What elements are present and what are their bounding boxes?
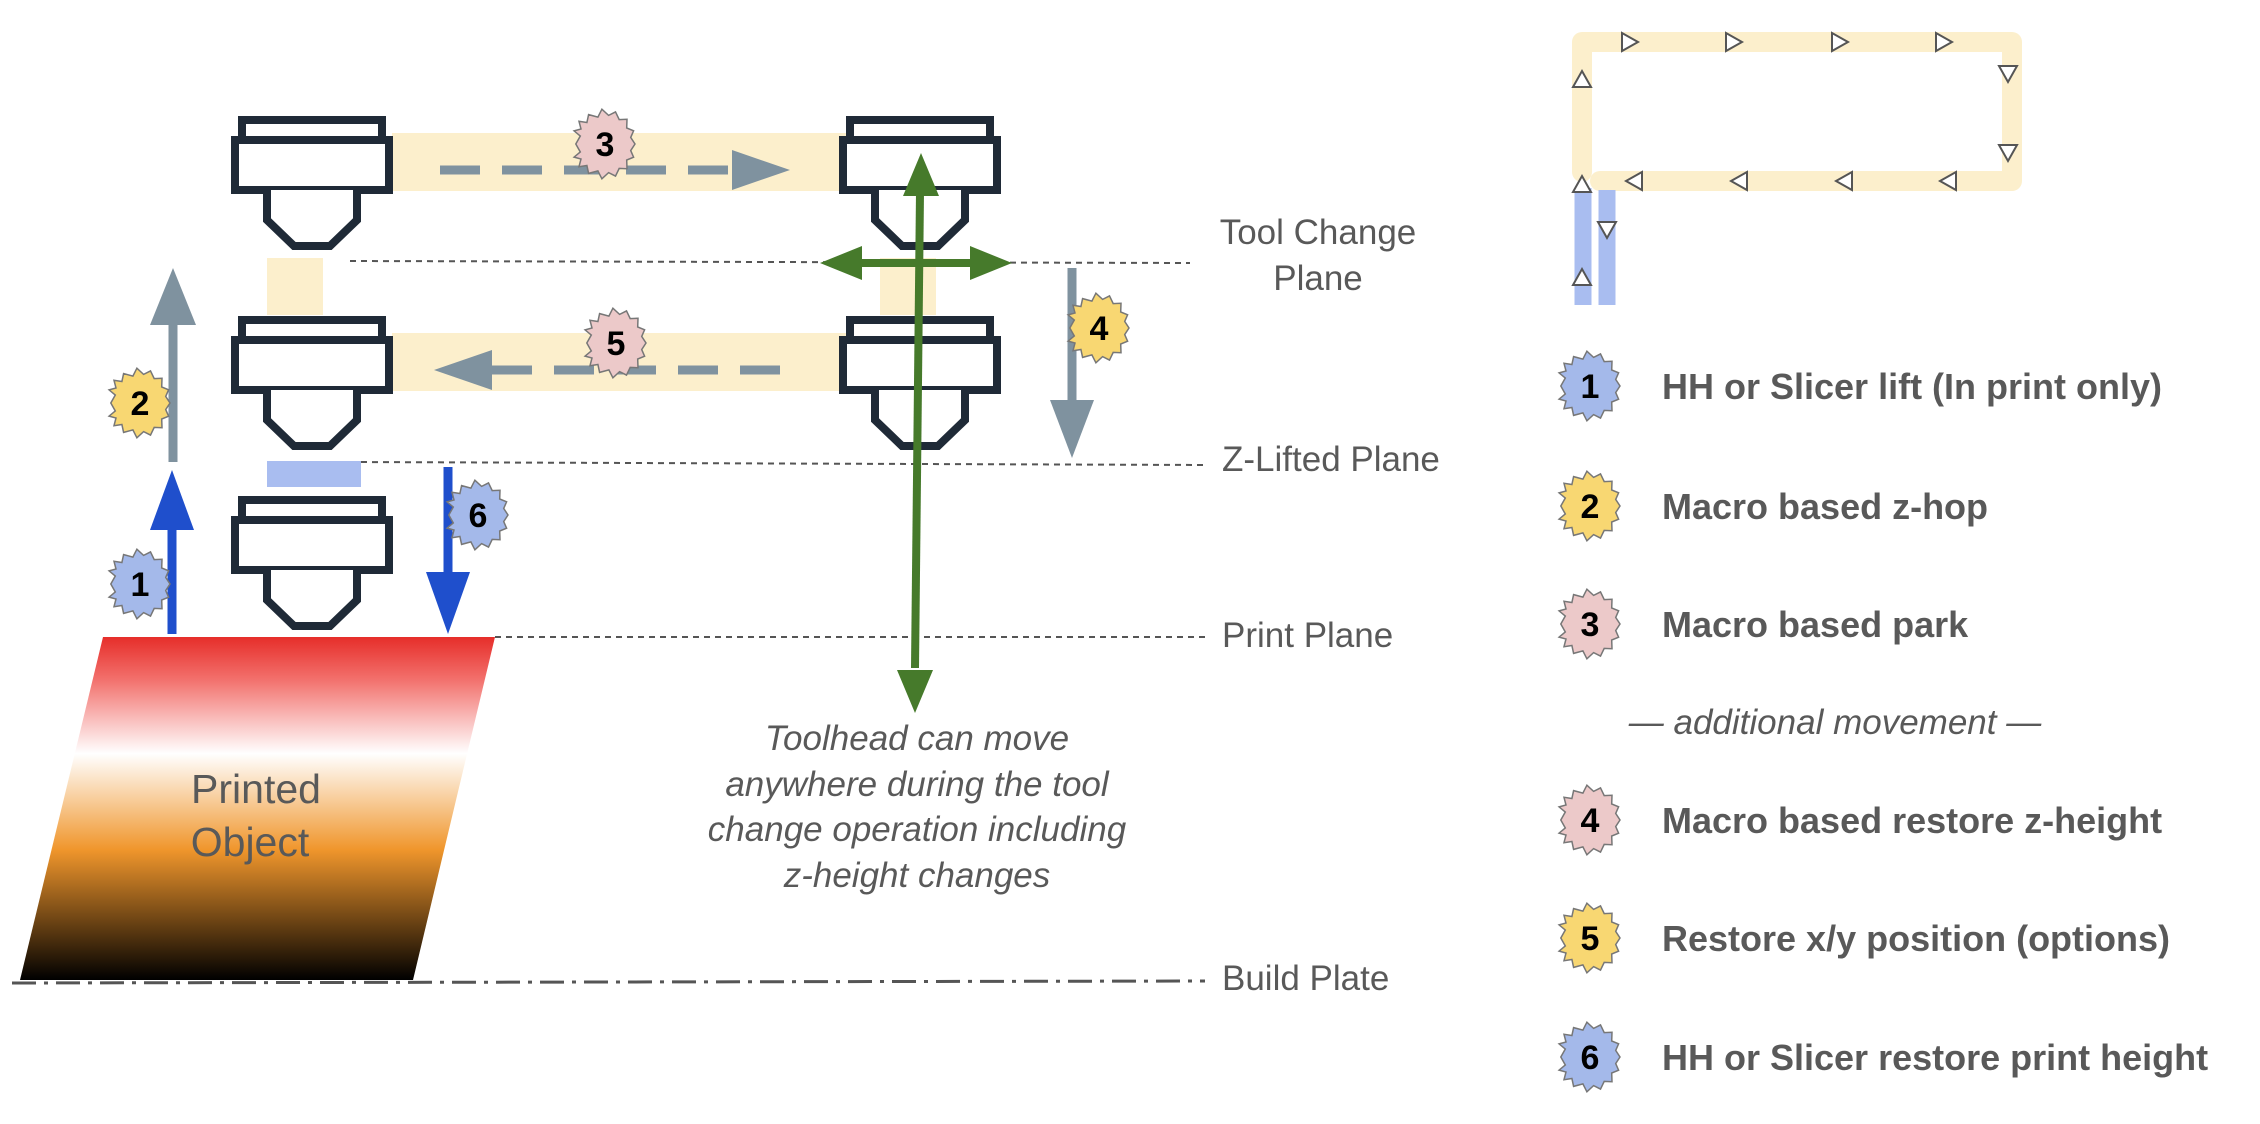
toolhead-lifted-left xyxy=(235,320,389,446)
svg-text:4: 4 xyxy=(1090,310,1109,348)
badge-5-diagram: 5 xyxy=(584,307,647,379)
badge-3-diagram: 3 xyxy=(573,108,636,180)
tool-change-plane-label-1: Tool Change xyxy=(1220,213,1417,252)
svg-text:1: 1 xyxy=(131,566,150,604)
badge-1-diagram: 1 xyxy=(108,548,171,620)
legend-item-4: 4 Macro based restore z-height xyxy=(1558,784,2162,856)
svg-text:HH or Slicer lift (In print on: HH or Slicer lift (In print only) xyxy=(1662,366,2162,407)
svg-text:Macro based park: Macro based park xyxy=(1662,604,1969,645)
printed-object-label-2: Object xyxy=(191,819,310,865)
svg-text:5: 5 xyxy=(1581,920,1600,958)
svg-text:2: 2 xyxy=(1581,488,1600,526)
toolhead-print-position xyxy=(235,500,389,626)
printed-object-shape xyxy=(20,637,495,980)
tool-change-plane-line xyxy=(349,260,1191,264)
path-direction-markers xyxy=(1571,31,2019,286)
svg-text:1: 1 xyxy=(1581,368,1600,406)
note-line-2: anywhere during the tool xyxy=(725,765,1110,804)
print-lift-highlight xyxy=(267,461,361,487)
restore-print-height-arrow xyxy=(426,467,470,634)
legend-separator: — additional movement — xyxy=(1628,703,2042,742)
svg-text:2: 2 xyxy=(131,385,150,423)
legend-item-1: 1 HH or Slicer lift (In print only) xyxy=(1558,350,2162,422)
svg-text:6: 6 xyxy=(469,497,488,535)
legend-item-5: 5 Restore x/y position (options) xyxy=(1558,902,2170,974)
print-plane-label: Print Plane xyxy=(1222,616,1393,655)
svg-text:HH or Slicer restore print hei: HH or Slicer restore print height xyxy=(1662,1037,2208,1078)
note-line-4: z-height changes xyxy=(783,856,1051,895)
svg-text:3: 3 xyxy=(596,126,615,164)
z-lifted-plane-label: Z-Lifted Plane xyxy=(1222,440,1440,479)
printed-object-label-1: Printed xyxy=(191,766,321,812)
badge-6-diagram: 6 xyxy=(446,479,509,551)
svg-text:Macro based restore z-height: Macro based restore z-height xyxy=(1662,800,2162,841)
lift-left-highlight xyxy=(267,258,323,315)
tool-change-plane-label-2: Plane xyxy=(1273,259,1363,298)
build-plate-line xyxy=(11,979,1206,985)
free-movement-arrows xyxy=(820,153,1012,713)
return-arrow xyxy=(434,350,780,390)
svg-text:6: 6 xyxy=(1581,1039,1600,1077)
legend-item-2: 2 Macro based z-hop xyxy=(1558,470,1988,542)
badge-2-diagram: 2 xyxy=(108,367,171,439)
lift-right-highlight xyxy=(880,258,936,315)
note-line-1: Toolhead can move xyxy=(765,719,1069,758)
lift-arrow xyxy=(150,470,194,634)
legend-item-3: 3 Macro based park xyxy=(1558,588,1969,660)
svg-text:3: 3 xyxy=(1581,606,1600,644)
svg-text:5: 5 xyxy=(607,325,626,363)
build-plate-label: Build Plate xyxy=(1222,959,1389,998)
svg-text:Macro based z-hop: Macro based z-hop xyxy=(1662,486,1988,527)
badge-4-diagram: 4 xyxy=(1067,292,1130,364)
legend-item-6: 6 HH or Slicer restore print height xyxy=(1558,1021,2208,1093)
motion-path-inset xyxy=(1571,31,2022,305)
z-hop-arrow xyxy=(150,268,196,462)
svg-text:4: 4 xyxy=(1581,802,1600,840)
svg-text:Restore x/y position (options): Restore x/y position (options) xyxy=(1662,918,2170,959)
restore-z-arrow xyxy=(1050,268,1094,458)
z-lifted-plane-line xyxy=(349,461,1206,466)
toolhead-parked-left xyxy=(235,120,389,246)
note-line-3: change operation including xyxy=(708,810,1127,849)
